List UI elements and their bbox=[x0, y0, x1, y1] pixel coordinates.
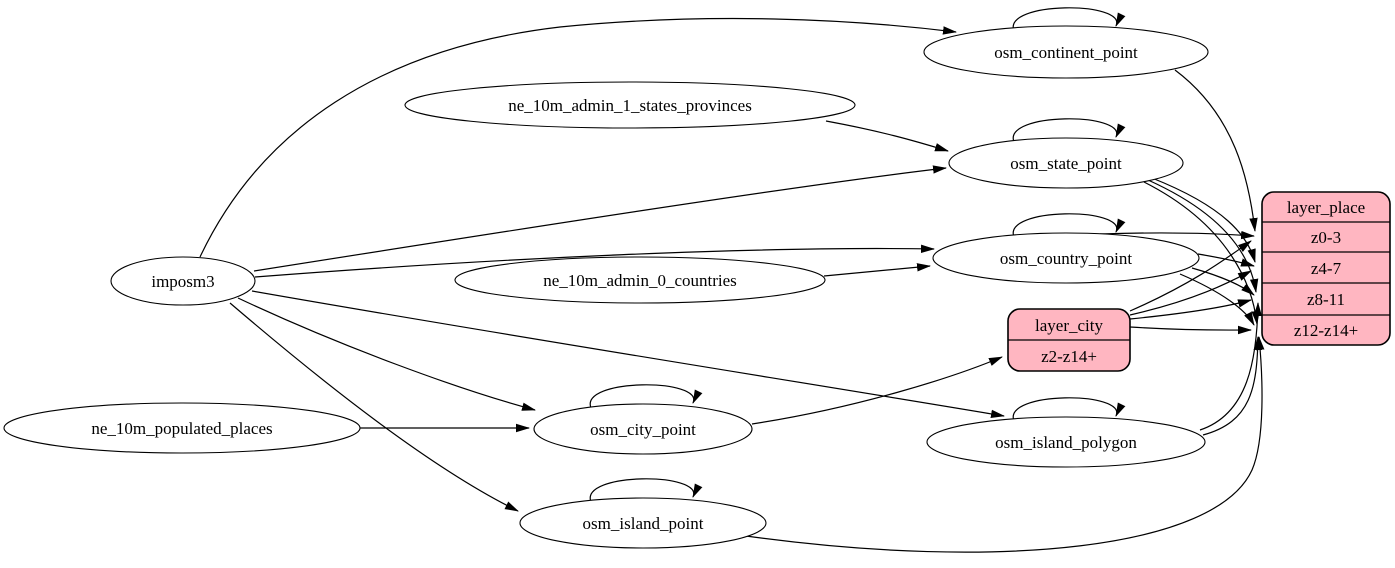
node-osm-island-polygon-shape bbox=[926, 416, 1206, 468]
self-loop-osm-country-point bbox=[1012, 213, 1126, 238]
edge-layer-city-to-layer-place-z0-3 bbox=[1129, 240, 1252, 312]
node-osm-island-point: osm_island_point bbox=[519, 497, 767, 549]
edge-osm-state-point-to-layer-place-z8-11 bbox=[1147, 179, 1259, 293]
layer-place-row-z8-11: z8-11 bbox=[1307, 290, 1345, 309]
node-osm-state-point-shape bbox=[948, 137, 1184, 189]
layer-place-row-z4-7: z4-7 bbox=[1311, 259, 1342, 278]
edge-osm-island-polygon-to-layer-place-z8-11 bbox=[1199, 302, 1262, 431]
node-osm-island-polygon-label: osm_island_polygon bbox=[995, 433, 1137, 452]
edge-ne-10m-admin-0-to-osm-country-point bbox=[823, 263, 931, 277]
node-imposm3: imposm3 bbox=[110, 256, 256, 306]
node-osm-island-polygon: osm_island_polygon bbox=[926, 416, 1206, 468]
node-osm-country-point: osm_country_point bbox=[932, 232, 1200, 284]
node-osm-country-point-label: osm_country_point bbox=[1000, 249, 1132, 268]
node-ne-10m-admin-0-label: ne_10m_admin_0_countries bbox=[543, 271, 737, 290]
edge-layer-city-to-layer-place-z8-11 bbox=[1129, 299, 1252, 320]
layer-city-row-z2-z14: z2-z14+ bbox=[1041, 347, 1097, 366]
node-layer-city: layer_city z2-z14+ bbox=[1007, 308, 1131, 372]
edge-osm-country-point-to-layer-place-z4-7 bbox=[1197, 253, 1255, 267]
node-ne-10m-admin-1-label: ne_10m_admin_1_states_provinces bbox=[508, 96, 752, 115]
edge-osm-state-point-to-layer-place-z4-7 bbox=[1151, 177, 1256, 263]
edge-imposm3-to-osm-state-point bbox=[253, 165, 947, 272]
node-ne-10m-populated-places-shape bbox=[3, 402, 361, 454]
edges bbox=[199, 7, 1265, 553]
node-ne-10m-admin-0-shape bbox=[454, 256, 826, 304]
node-osm-continent-point: osm_continent_point bbox=[923, 25, 1209, 79]
self-loop-osm-city-point bbox=[589, 384, 703, 409]
node-osm-city-point-label: osm_city_point bbox=[590, 420, 696, 439]
edge-osm-island-polygon-to-layer-place-z12-z14 bbox=[1202, 336, 1262, 436]
edge-ne-10m-admin-1-to-osm-state-point bbox=[825, 120, 949, 152]
node-osm-city-point-shape bbox=[533, 403, 753, 455]
node-imposm3-shape bbox=[110, 256, 256, 306]
node-layer-place-shape bbox=[1261, 191, 1391, 346]
node-osm-state-point: osm_state_point bbox=[948, 137, 1184, 189]
node-ne-10m-admin-1-shape bbox=[404, 81, 856, 129]
self-loop-osm-state-point bbox=[1012, 118, 1126, 143]
layer-place-row-z12-z14: z12-z14+ bbox=[1294, 321, 1358, 340]
self-loop-osm-island-polygon bbox=[1012, 397, 1126, 422]
node-imposm3-label: imposm3 bbox=[151, 272, 214, 291]
node-osm-continent-point-shape bbox=[923, 25, 1209, 79]
edge-osm-country-point-to-layer-place-z8-11 bbox=[1191, 267, 1255, 296]
edge-imposm3-to-osm-country-point bbox=[254, 244, 935, 278]
edge-imposm3-to-osm-continent-point bbox=[199, 17, 957, 258]
node-osm-island-point-shape bbox=[519, 497, 767, 549]
node-osm-state-point-label: osm_state_point bbox=[1010, 154, 1122, 173]
edge-imposm3-to-osm-city-point bbox=[237, 297, 536, 411]
self-loop-osm-continent-point bbox=[1012, 7, 1126, 32]
edge-layer-city-to-layer-place-z4-7 bbox=[1129, 270, 1252, 316]
edge-layer-city-to-layer-place-z12-z14 bbox=[1129, 325, 1252, 335]
node-osm-country-point-shape bbox=[932, 232, 1200, 284]
edge-osm-country-point-to-layer-place-z0-3 bbox=[1099, 230, 1255, 240]
node-osm-continent-point-label: osm_continent_point bbox=[994, 43, 1138, 62]
node-layer-place: layer_place z0-3 z4-7 z8-11 z12-z14+ bbox=[1261, 191, 1391, 346]
layer-place-row-z0-3: z0-3 bbox=[1311, 228, 1341, 247]
edge-imposm3-to-osm-island-point bbox=[229, 302, 519, 512]
edge-osm-continent-point-to-layer-place-z0-3 bbox=[1174, 69, 1258, 232]
node-osm-island-point-label: osm_island_point bbox=[583, 514, 704, 533]
edge-osm-city-point-to-layer-city-z2-z14 bbox=[751, 356, 1003, 425]
node-ne-10m-admin-1-states-provinces: ne_10m_admin_1_states_provinces bbox=[404, 81, 856, 129]
node-ne-10m-populated-places: ne_10m_populated_places bbox=[3, 402, 361, 454]
layer-city-title: layer_city bbox=[1035, 316, 1103, 335]
edge-imposm3-to-osm-island-polygon bbox=[251, 290, 1005, 418]
node-osm-city-point: osm_city_point bbox=[533, 403, 753, 455]
layer-place-title: layer_place bbox=[1287, 198, 1365, 217]
edge-osm-island-point-to-layer-place-z12-z14 bbox=[745, 336, 1265, 553]
node-ne-10m-admin-0-countries: ne_10m_admin_0_countries bbox=[454, 256, 826, 304]
node-ne-10m-populated-places-label: ne_10m_populated_places bbox=[91, 419, 272, 438]
self-loop-osm-island-point bbox=[589, 478, 703, 503]
